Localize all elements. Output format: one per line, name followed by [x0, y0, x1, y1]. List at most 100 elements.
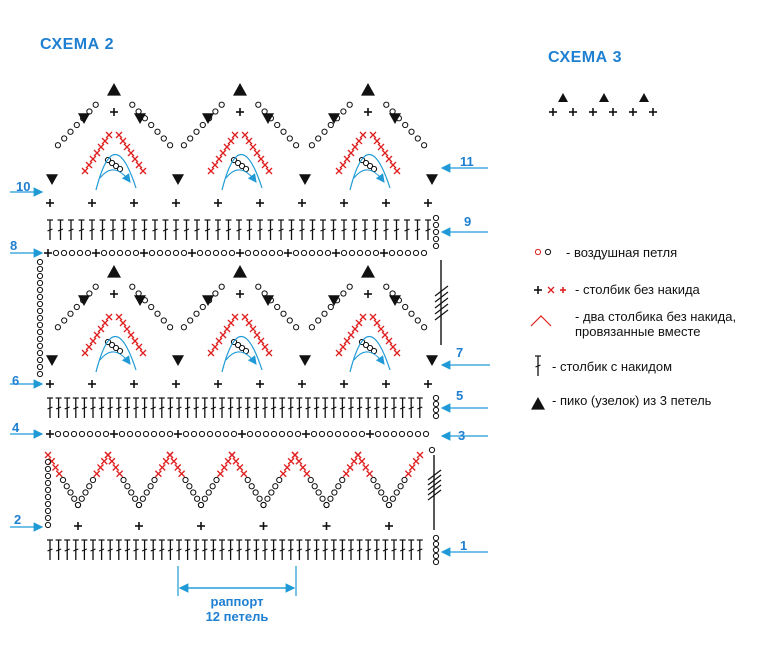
single-crochet	[335, 349, 343, 357]
chain-stitch	[432, 540, 440, 548]
chain-stitch	[254, 430, 262, 438]
single-crochet	[55, 470, 63, 478]
double-crochet	[55, 539, 62, 560]
single-crochet	[364, 108, 372, 116]
chain-stitch	[278, 430, 286, 438]
double-crochet	[47, 539, 53, 560]
edge-hatch	[427, 469, 442, 481]
chain-stitch	[36, 258, 44, 266]
chain-stitch	[44, 486, 52, 494]
double-crochet	[89, 219, 95, 240]
single-crochet	[381, 331, 389, 339]
chain-stitch	[52, 249, 60, 257]
single-crochet	[174, 464, 182, 471]
chain-stitch	[84, 249, 92, 257]
chain-stitch	[308, 249, 316, 257]
chain-stitch	[350, 430, 358, 438]
single-crochet	[340, 380, 348, 388]
picot	[389, 295, 401, 306]
single-crochet	[219, 149, 227, 157]
single-crochet	[385, 155, 393, 163]
chain-stitch	[92, 101, 99, 108]
double-crochet	[356, 397, 363, 418]
single-crochet	[108, 457, 116, 465]
double-crochet	[362, 219, 368, 240]
single-crochet	[52, 464, 59, 471]
chain-stitch	[124, 249, 132, 257]
chain-stitch	[143, 489, 150, 496]
chain-stitch	[172, 249, 180, 257]
chain-stitch	[324, 249, 332, 257]
chain-stitch	[398, 430, 406, 438]
chain-stitch	[74, 501, 82, 509]
chain-stitch	[292, 249, 300, 257]
picot	[299, 355, 311, 366]
chain-stitch	[36, 370, 44, 378]
double-crochet	[141, 219, 148, 240]
picot	[531, 397, 545, 410]
chain-stitch	[112, 162, 120, 170]
double-crochet	[227, 397, 234, 418]
chain-stitch	[340, 290, 347, 297]
single-crochet	[127, 149, 135, 157]
chain-stitch	[100, 249, 108, 257]
double-crochet	[115, 539, 122, 560]
chain-stitch	[36, 265, 44, 273]
single-crochet	[412, 457, 420, 465]
picot	[262, 295, 274, 306]
chain-stitch	[142, 430, 150, 438]
double-crochet	[262, 539, 268, 560]
single-crochet	[424, 380, 432, 388]
chain-stitch	[374, 483, 381, 490]
double-crochet	[382, 397, 389, 418]
double-crochet	[309, 219, 316, 240]
chain-stitch	[139, 495, 146, 502]
double-crochet	[162, 219, 169, 240]
chain-stitch	[331, 489, 338, 496]
single-crochet	[105, 313, 113, 321]
single-crochet	[259, 522, 268, 530]
double-crochet	[278, 219, 284, 240]
single-crochet	[88, 199, 96, 207]
single-crochet	[283, 464, 291, 471]
chain-stitch	[182, 430, 190, 438]
chain-stitch	[318, 430, 326, 438]
chain-stitch	[358, 338, 366, 346]
chain-stitch	[36, 335, 44, 343]
chain-stitch	[94, 430, 102, 438]
single-crochet	[302, 430, 310, 438]
chain-stitch	[147, 483, 154, 490]
single-crochet	[373, 137, 381, 145]
chain-stitch	[358, 156, 366, 164]
chain-stitch	[393, 489, 400, 496]
chain-stitch	[148, 121, 155, 129]
chain-stitch	[36, 300, 44, 308]
chain-stitch	[44, 479, 52, 487]
chain-stitch	[61, 317, 68, 324]
double-crochet	[219, 397, 225, 418]
single-crochet	[560, 287, 566, 293]
single-crochet	[253, 331, 261, 339]
single-crochet	[408, 464, 416, 471]
picot	[361, 265, 375, 278]
double-crochet	[98, 397, 105, 418]
rapport-label: раппорт 12 петель	[178, 594, 296, 624]
double-crochet	[225, 219, 232, 240]
chain-stitch	[54, 142, 62, 149]
row-label-9: 9	[464, 214, 472, 229]
double-crochet	[320, 219, 326, 240]
chain-stitch	[432, 221, 440, 229]
chain-stitch	[54, 430, 62, 438]
chain-stitch	[293, 142, 300, 149]
single-crochet	[130, 380, 138, 388]
chain-stitch	[383, 101, 390, 108]
chain-stitch	[268, 249, 276, 257]
picot	[233, 83, 247, 96]
single-crochet	[119, 137, 127, 145]
sc2tog-icon	[530, 315, 552, 327]
chain-stitch	[404, 249, 412, 257]
chain-stitch	[230, 338, 238, 346]
chain-stitch	[68, 249, 76, 257]
single-crochet	[380, 249, 388, 257]
